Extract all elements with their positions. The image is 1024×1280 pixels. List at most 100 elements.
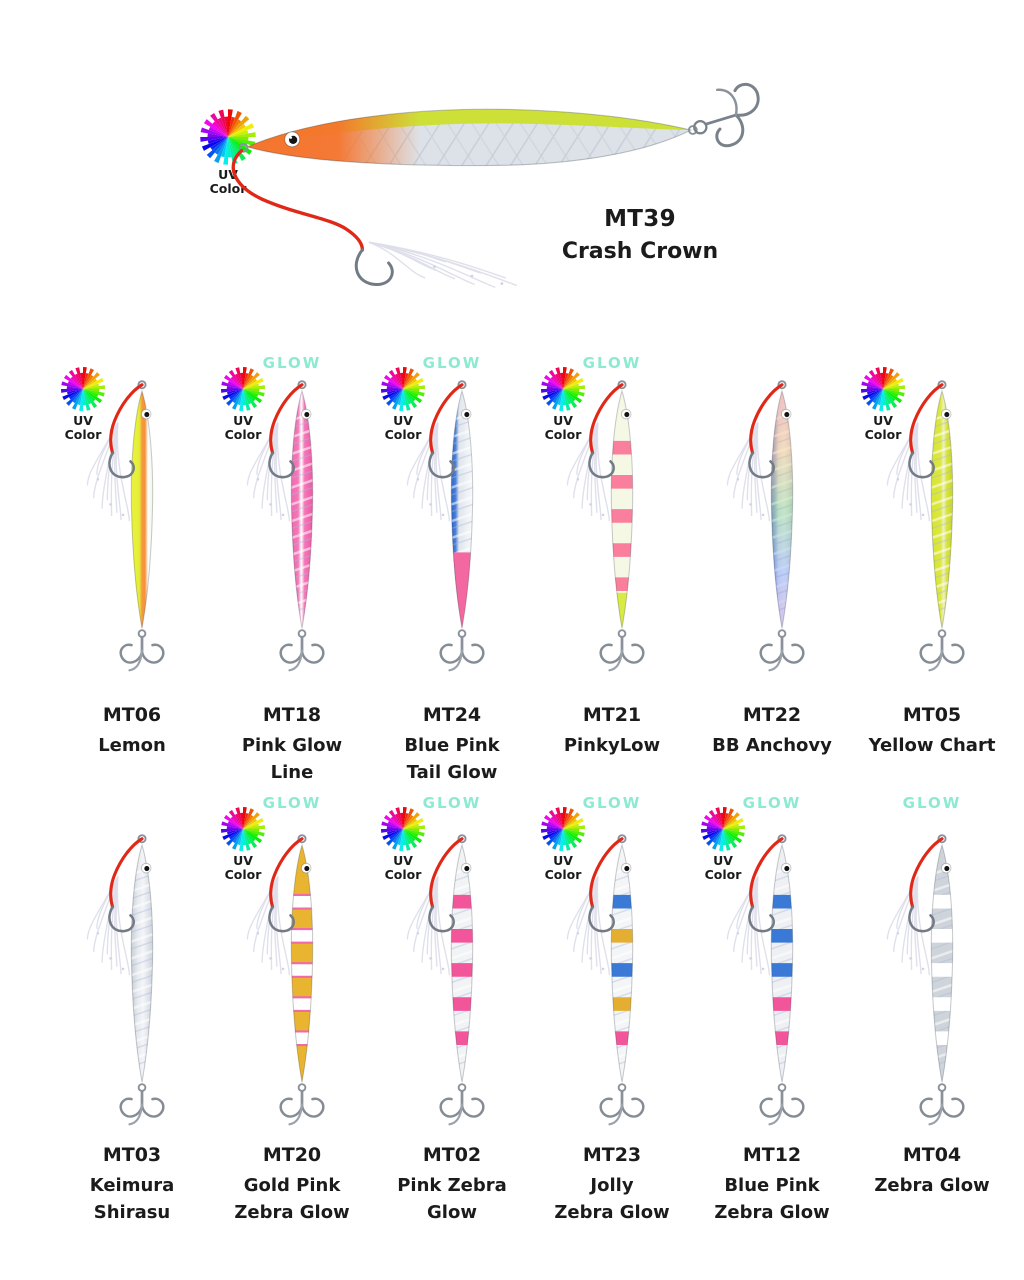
uv-label-line2: Color [704, 867, 742, 883]
uv-label-line2: Color [384, 427, 422, 443]
lure-image [79, 826, 205, 1140]
glow-badge: GLOW [582, 354, 642, 372]
lure-name-line: Line [270, 762, 314, 783]
lure-code: MT22 [742, 704, 802, 726]
uv-label-line1: UV [393, 853, 413, 868]
lure-name-line: Shirasu [93, 1202, 171, 1223]
uv-label-line2: Color [384, 867, 422, 883]
uv-label-line2: Color [544, 427, 582, 443]
uv-label-line1: UV [553, 413, 573, 428]
lure-label: MT22 BB Anchovy [696, 704, 848, 759]
lure-name-line: Keimura [89, 1175, 175, 1196]
glow-badge: GLOW [902, 794, 962, 812]
lure-code: MT20 [262, 1144, 322, 1166]
lure-name: BB Anchovy [696, 732, 848, 759]
lure-name-line: BB Anchovy [712, 735, 832, 756]
hero-label: MT39 Crash Crown [495, 206, 785, 264]
uv-color-wheel-icon [212, 806, 274, 852]
uv-label-line2: Color [64, 427, 102, 443]
uv-label-line1: UV [73, 413, 93, 428]
lure-image [559, 372, 685, 686]
uv-label-line1: UV [233, 413, 253, 428]
lure-name-line: Pink Zebra [397, 1175, 507, 1196]
lure-code: MT05 [902, 704, 962, 726]
glow-badge: GLOW [262, 354, 322, 372]
uv-label-line1: UV [233, 853, 253, 868]
lure-image [559, 826, 685, 1140]
uv-label-line2: Color [224, 427, 262, 443]
uv-label-line1: UV [393, 413, 413, 428]
lure-image [719, 372, 845, 686]
lure-code: MT02 [422, 1144, 482, 1166]
lure-image [879, 826, 1005, 1140]
uv-color-wheel-icon [692, 806, 754, 852]
lure-name: Crash Crown [561, 239, 719, 264]
glow-badge: GLOW [422, 354, 482, 372]
lure-name: PinkyLow [536, 732, 688, 759]
lure-name-line: Zebra Glow [714, 1202, 830, 1223]
lure-code: MT06 [102, 704, 162, 726]
lure-image [879, 372, 1005, 686]
lure-code: MT12 [742, 1144, 802, 1166]
lure-image [79, 372, 205, 686]
lure-code: MT39 [604, 206, 676, 232]
lure-code: MT18 [262, 704, 322, 726]
lure-name-line: Zebra Glow [554, 1202, 670, 1223]
lure-name-line: Glow [427, 1202, 477, 1223]
uv-color-wheel-icon [372, 806, 434, 852]
uv-color-wheel-icon [532, 366, 594, 412]
lure-image [399, 826, 525, 1140]
uv-color-wheel-icon [212, 366, 274, 412]
lure-image [239, 826, 365, 1140]
lure-card: MT22 BB Anchovy [696, 352, 848, 788]
lure-name-line: Blue Pink [724, 1175, 820, 1196]
uv-color-wheel-icon [532, 806, 594, 852]
lure-name: Zebra Glow [856, 1172, 1008, 1199]
lure-image [239, 372, 365, 686]
lure-name-line: PinkyLow [563, 735, 661, 756]
uv-label-line2: Color [864, 427, 902, 443]
lure-name-line: Pink Glow [241, 735, 343, 756]
lure-name: Yellow Chart [856, 732, 1008, 759]
uv-label-line2: Color [209, 181, 247, 197]
uv-label-line1: UV [713, 853, 733, 868]
